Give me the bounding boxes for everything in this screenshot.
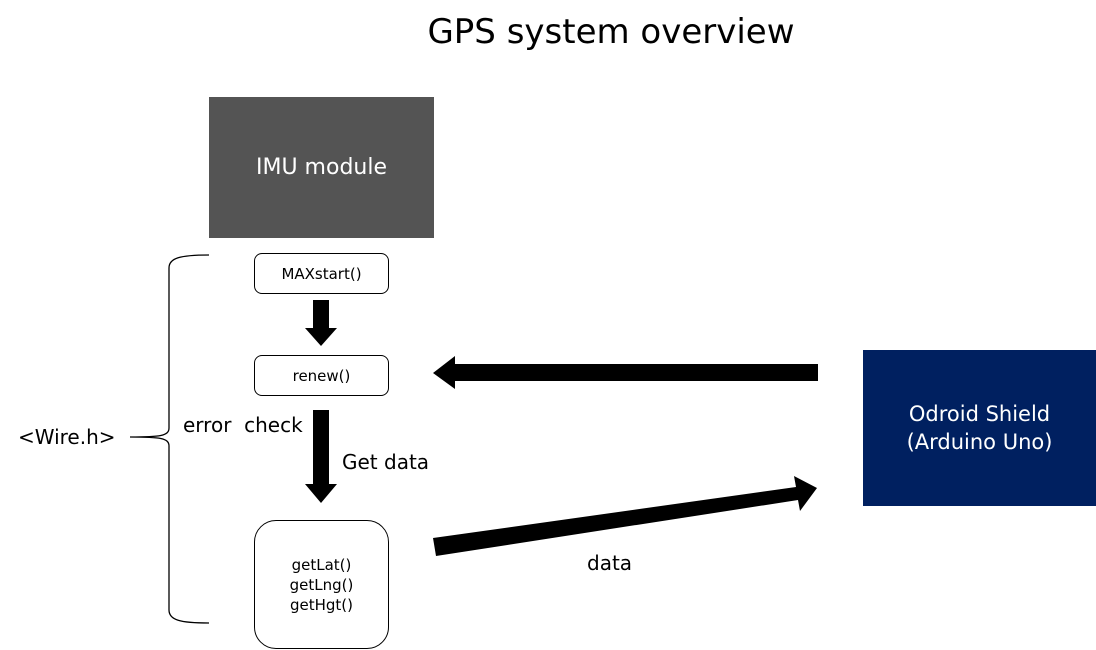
getlat-label: getLat() (291, 555, 352, 574)
getter-functions-box: getLat() getLng() getHgt() (254, 520, 389, 649)
maxstart-label: MAXstart() (281, 264, 362, 283)
renew-function-box: renew() (254, 355, 389, 396)
odroid-shield-block: Odroid Shield (Arduino Uno) (863, 350, 1096, 506)
data-label: data (587, 551, 633, 575)
imu-module-block: IMU module (209, 97, 434, 238)
wire-library-label: <Wire.h> (18, 425, 116, 449)
wire-library-brace (129, 254, 210, 624)
getters-to-odroid-arrow (433, 476, 817, 556)
gethgt-label: getHgt() (289, 595, 354, 614)
getlng-label: getLng() (289, 575, 354, 594)
imu-module-label: IMU module (255, 155, 387, 180)
error-check-label: error check (183, 413, 303, 437)
diagram-title: GPS system overview (427, 12, 795, 52)
renew-to-getters-arrow (305, 410, 337, 503)
get-data-label: Get data (342, 450, 430, 474)
renew-label: renew() (292, 366, 351, 385)
odroid-shield-label: Odroid Shield (908, 402, 1051, 426)
maxstart-function-box: MAXstart() (254, 253, 389, 294)
maxstart-to-renew-arrow (305, 300, 337, 346)
arduino-uno-label: (Arduino Uno) (906, 430, 1053, 454)
odroid-to-renew-arrow (433, 356, 818, 389)
